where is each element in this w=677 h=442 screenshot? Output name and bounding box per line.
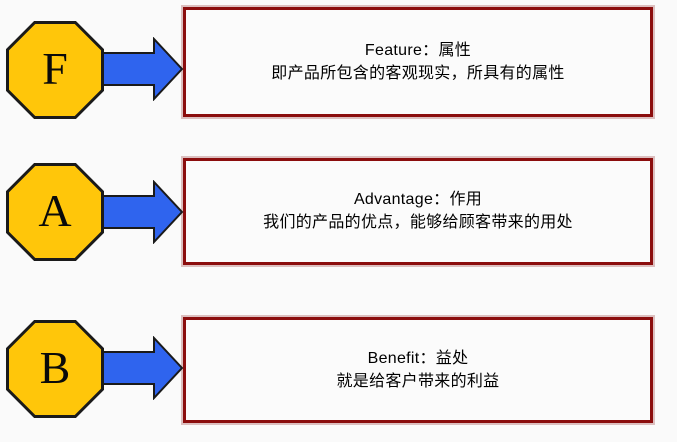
feature-description: 即产品所包含的客观现实，所具有的属性 <box>271 64 565 82</box>
benefit-octagon-badge: B <box>6 320 104 418</box>
feature-title: Feature：属性 <box>364 41 472 59</box>
feature-octagon-badge: F <box>6 21 104 119</box>
advantage-box: Advantage：作用 我们的产品的优点，能够给顾客带来的用处 <box>183 158 653 265</box>
feature-letter: F <box>42 43 68 94</box>
benefit-letter: B <box>39 342 71 393</box>
octagon-icon <box>6 320 104 418</box>
benefit-box: Benefit：益处 就是给客户带来的利益 <box>183 317 653 423</box>
advantage-description: 我们的产品的优点，能够给顾客带来的用处 <box>263 214 573 231</box>
benefit-title: Benefit：益处 <box>367 349 469 367</box>
feature-box: Feature：属性 即产品所包含的客观现实，所具有的属性 <box>183 7 653 117</box>
octagon-icon <box>6 21 104 119</box>
advantage-title: Advantage：作用 <box>353 191 483 208</box>
advantage-octagon-badge: A <box>6 163 104 261</box>
benefit-description: 就是给客户带来的利益 <box>336 372 500 390</box>
arrow-right-icon <box>99 180 184 244</box>
advantage-letter: A <box>38 185 72 236</box>
octagon-icon <box>6 163 104 261</box>
arrow-right-icon <box>99 37 184 101</box>
arrow-right-icon <box>99 336 184 400</box>
